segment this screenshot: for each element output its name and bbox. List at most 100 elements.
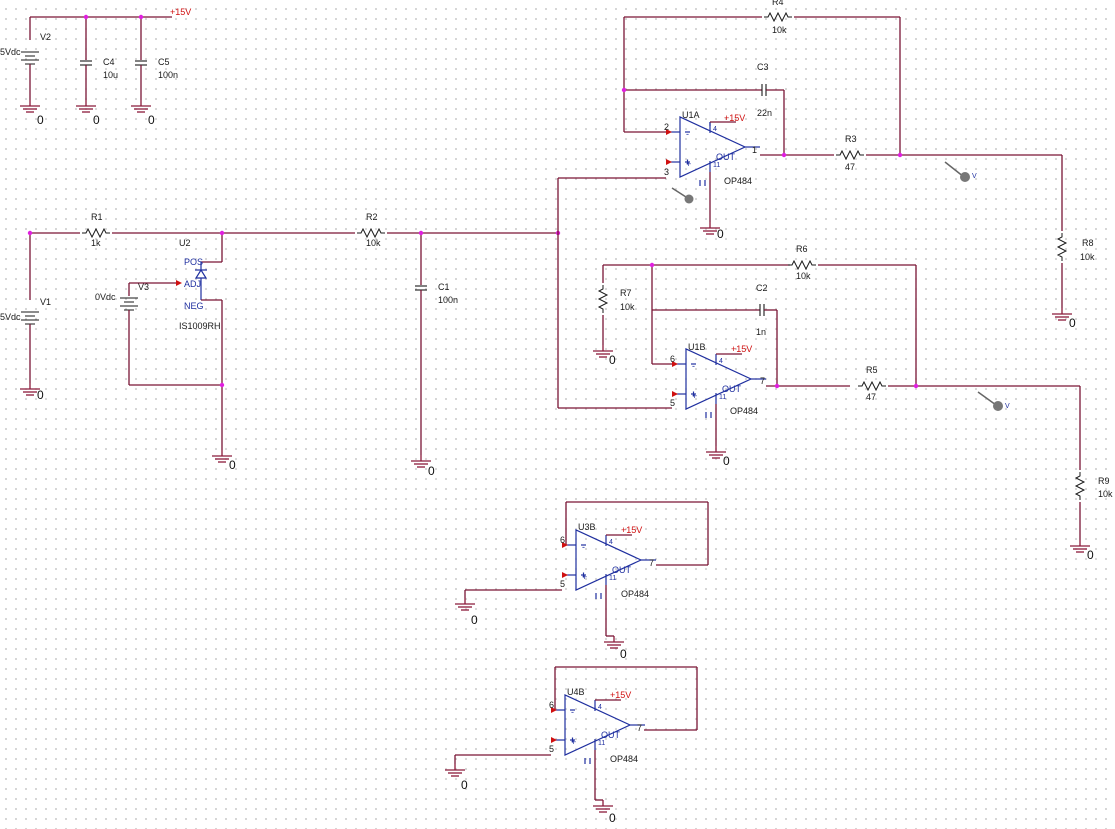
resistor-icon-r7 [598, 284, 608, 314]
u2-pin-pos: POS [184, 257, 203, 267]
resistor-icon-r5 [857, 381, 887, 391]
u3b-part: OP484 [621, 589, 649, 599]
u4b-ref: U4B [567, 687, 585, 697]
resistor-icon-r9 [1075, 471, 1085, 501]
u1a-pin-out: 1 [752, 145, 757, 155]
ground-label: 0 [609, 811, 616, 825]
u1b-pin-noninv: 5 [670, 398, 675, 408]
probe-label: V [1005, 403, 1010, 410]
capacitor-icon-c1 [414, 285, 428, 291]
v3-ref: V3 [138, 282, 149, 292]
u3b-ref: U3B [578, 522, 596, 532]
battery-icon-v1 [20, 311, 40, 325]
u1a-plus: + [686, 159, 691, 169]
r4-ref: R4 [772, 0, 784, 7]
r2-value: 10k [366, 238, 381, 248]
r1-ref: R1 [91, 212, 103, 222]
v1-ref: V1 [40, 297, 51, 307]
u1b-supply: +15V [731, 344, 752, 354]
diode-icon-u2 [194, 268, 208, 279]
u1a-supply: +15V [724, 113, 745, 123]
c5-value: 100n [158, 70, 178, 80]
probe-icon-u1a-in [684, 194, 694, 204]
u3b-supply: +15V [621, 525, 642, 535]
u1b-stage: 0 R7 10k R6 10k C2 1n - + OUT U1B +15V O… [558, 244, 1113, 562]
ground-label: 0 [723, 454, 730, 468]
ground-label: 0 [37, 113, 44, 127]
resistor-icon-r8 [1057, 232, 1067, 262]
ground-label: 0 [461, 778, 468, 792]
r3-ref: R3 [845, 134, 857, 144]
ground-label: 0 [1087, 548, 1094, 562]
supply-label-top: +15V [170, 7, 191, 17]
r6-ref: R6 [796, 244, 808, 254]
u2-pin-neg: NEG [184, 301, 204, 311]
resistor-icon-r3 [835, 150, 865, 160]
ground-label: 0 [620, 647, 627, 661]
ground-label: 0 [229, 458, 236, 472]
r8-value: 10k [1080, 252, 1095, 262]
u4b-out: OUT [601, 730, 621, 740]
c3-ref: C3 [757, 62, 769, 72]
u1a-out: OUT [716, 152, 736, 162]
ground-icon [19, 99, 41, 113]
c1-ref: C1 [438, 282, 450, 292]
ground-icon [444, 763, 466, 777]
u1b-ref: U1B [688, 342, 706, 352]
battery-icon-v3 [119, 297, 139, 311]
capacitor-icon-c2 [759, 303, 765, 317]
r1-value: 1k [91, 238, 101, 248]
ground-icon [130, 99, 152, 113]
r9-value: 10k [1098, 489, 1113, 499]
u4b-pin-out: 7 [637, 723, 642, 733]
u4b-part: OP484 [610, 754, 638, 764]
ground-label: 0 [37, 388, 44, 402]
u1b-pin-inv: 6 [670, 354, 675, 364]
ground-icon [454, 597, 476, 611]
u3b-pin-out: 7 [649, 558, 654, 568]
r5-ref: R5 [866, 365, 878, 375]
ground-label: 0 [717, 227, 724, 241]
ground-label: 0 [428, 464, 435, 478]
r3-value: 47 [845, 162, 855, 172]
c2-ref: C2 [756, 283, 768, 293]
u1a-stage: R4 10k C3 22n - + OUT U1A +15V OP484 2 3… [557, 0, 1095, 408]
u2-ref: U2 [179, 238, 191, 248]
ground-label: 0 [609, 353, 616, 367]
u1a-pin-noninv: 3 [664, 167, 669, 177]
ground-icon [75, 99, 97, 113]
v3-value: 0Vdc [95, 292, 116, 302]
capacitor-icon-c3 [761, 83, 767, 97]
u1b-part: OP484 [730, 406, 758, 416]
u1a-minus: - [686, 129, 689, 139]
u3b-minus: - [582, 542, 585, 552]
u2-part: IS1009RH [179, 321, 221, 331]
u1b-out: OUT [722, 384, 742, 394]
c3-value: 22n [757, 108, 772, 118]
v2-ref: V2 [40, 32, 51, 42]
u4b-supply: +15V [610, 690, 631, 700]
ground-label: 0 [148, 113, 155, 127]
u1b-plus: + [692, 391, 697, 401]
u2-pin-adj: ADJ [184, 279, 201, 289]
ground-label: 0 [93, 113, 100, 127]
r7-value: 10k [620, 302, 635, 312]
c4-ref: C4 [103, 57, 115, 67]
u1b-minus: - [692, 361, 695, 371]
u4b-minus: - [571, 707, 574, 717]
u4b-stage: 0 - + OUT U4B +15V OP484 6 5 7 0 [444, 666, 698, 825]
r6-value: 10k [796, 271, 811, 281]
ground-label: 0 [1069, 316, 1076, 330]
probe-label: V [972, 173, 977, 180]
u1b-pin-out: 7 [760, 376, 765, 386]
u1a-part: OP484 [724, 176, 752, 186]
resistor-icon-r2 [356, 228, 386, 238]
r5-value: 47 [866, 392, 876, 402]
capacitor-icon-c5 [134, 60, 148, 66]
battery-icon-v2 [20, 51, 40, 65]
